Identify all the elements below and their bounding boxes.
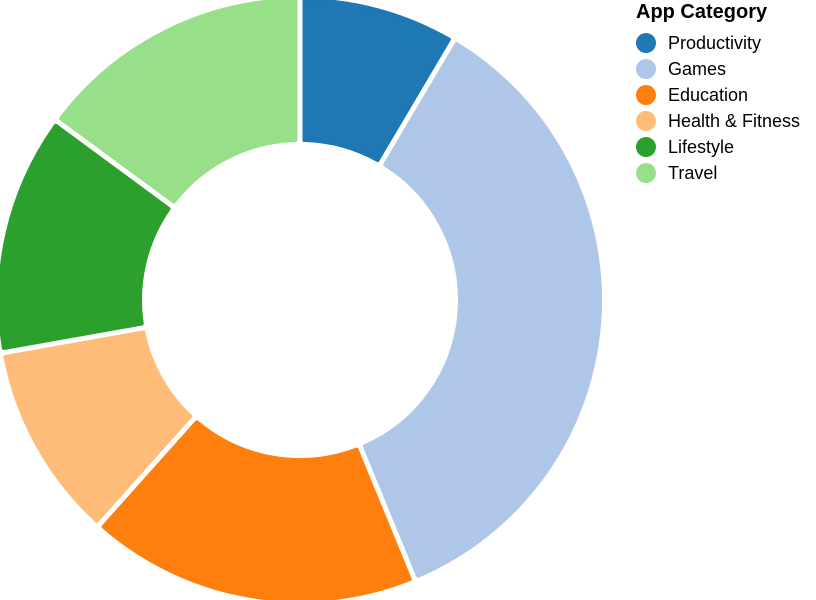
legend-swatch: [636, 59, 656, 79]
legend-label: Lifestyle: [668, 136, 735, 157]
legend-item: Travel: [636, 160, 800, 186]
legend-item: Productivity: [636, 30, 800, 56]
legend-label: Education: [668, 84, 749, 105]
legend-swatch: [636, 33, 656, 53]
legend-item: Education: [636, 82, 800, 108]
legend-item: Health & Fitness: [636, 108, 800, 134]
legend-label: Productivity: [668, 32, 762, 53]
legend-swatch: [636, 163, 656, 183]
slice-productivity: [302, 0, 451, 163]
legend-label: Travel: [668, 162, 718, 183]
legend-item: Lifestyle: [636, 134, 800, 160]
legend-item: Games: [636, 56, 800, 82]
legend-title: App Category: [636, 1, 768, 23]
donut-slices: [0, 0, 602, 600]
legend-swatch: [636, 85, 656, 105]
legend-label: Games: [668, 58, 727, 79]
slice-education: [101, 420, 412, 600]
legend-swatch: [636, 137, 656, 157]
slice-health-fitness: [3, 330, 193, 523]
slice-travel: [59, 0, 298, 204]
legend-label: Health & Fitness: [668, 110, 801, 131]
legend-swatch: [636, 111, 656, 131]
slice-lifestyle: [0, 123, 171, 351]
slice-games: [362, 42, 602, 578]
